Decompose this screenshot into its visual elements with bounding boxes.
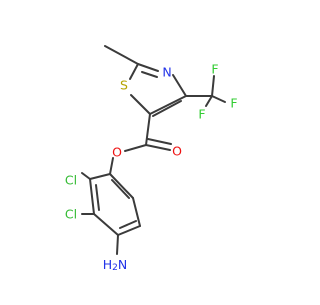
bond-ar1-ar6-double [111,179,130,199]
bond-ar2-ar3-double [95,184,100,211]
bond-c2-n-double [141,71,158,78]
bond-ar2-ar3 [89,178,95,215]
bond-oester-aryl [109,157,114,175]
fluorine-label-2: F [230,96,237,111]
bond-n-c4 [172,74,187,97]
bond-ar4-ar5-double [119,220,137,229]
bond-carbonyl-oester [124,144,147,152]
bond-carbonyl-o [145,144,171,151]
carbonyl-oxygen-label: O [172,144,182,159]
sulfur-label: S [120,78,128,93]
bond-cf3-f1 [211,75,215,97]
amine-label: H2N [103,257,128,274]
ester-oxygen-label: O [112,145,122,160]
bond-ar4-ar5 [117,225,141,236]
bond-ar2-cl [81,172,91,180]
bond-s-c5 [130,94,151,115]
bond-c5-carbonyl [145,113,151,146]
bond-cf3-f2 [211,95,226,103]
amine-n-label: N [118,257,127,272]
bond-ar4-nh2 [116,234,119,255]
bond-lines [81,45,226,255]
chlorine-label-2: Cl [65,207,77,222]
atom-labels: S N F F F O O Cl Cl H2N [65,62,238,274]
bond-carbonyl-o-double [147,138,172,145]
bond-ar1-ar2 [89,173,111,180]
bond-c2-n [137,63,159,72]
bond-methyl [104,45,139,65]
fluorine-label-1: F [211,62,218,77]
bond-ar1-ar6 [109,173,134,199]
bond-c2-s [129,63,139,80]
bond-c4-c5 [149,95,187,115]
fluorine-label-3: F [198,107,205,122]
bond-cf3-f3 [205,95,213,107]
chlorine-label-1: Cl [65,173,77,188]
nitrogen-label: N [162,65,171,80]
molecule-svg: S N F F F O O Cl Cl H2N [65,45,238,274]
amine-h-count-label: 2 [112,263,118,273]
bond-c4-c5-double [152,100,182,117]
bond-ar3-ar4 [93,213,119,236]
molecule-diagram: S N F F F O O Cl Cl H2N [65,45,238,274]
bond-ar5-ar6 [132,197,141,227]
amine-h-label: H [103,257,112,272]
